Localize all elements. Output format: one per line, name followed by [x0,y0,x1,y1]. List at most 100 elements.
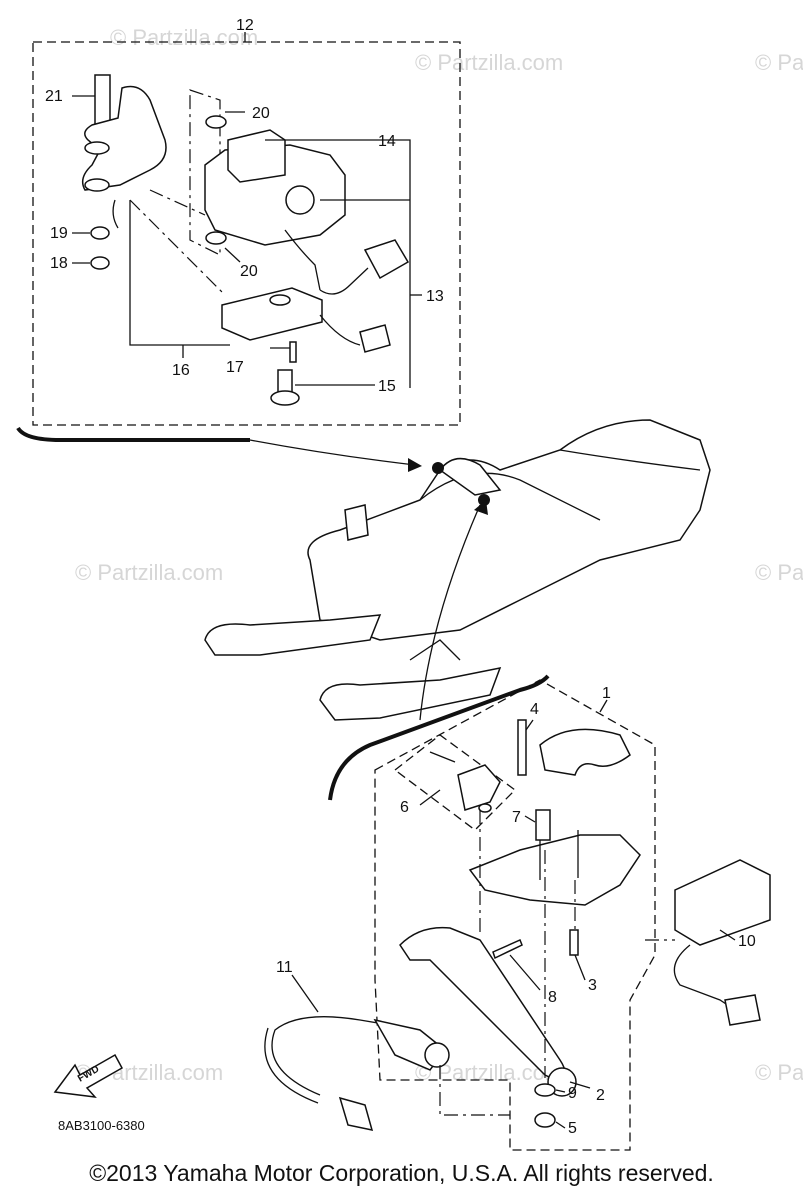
detail-box-top: 12 21 20 14 19 18 20 13 17 16 15 [32,17,461,426]
wire-harness [673,944,736,1011]
callout-15: 15 [378,378,396,395]
bolt-head-15 [270,390,300,406]
sub-assembly-outline [393,734,516,831]
callout-18: 18 [50,255,68,272]
washer-part-9 [534,1083,556,1097]
switch-part-10 [674,859,771,946]
grommet-part-20 [205,231,227,245]
connector-part [359,324,391,353]
callout-13: 13 [426,288,444,305]
callout-11: 11 [276,959,293,976]
callout-2: 2 [596,1087,605,1104]
bracket-hole [84,141,110,155]
callout-10: 10 [738,933,756,950]
callout-6: 6 [400,799,409,816]
leader-line [574,954,586,981]
leader-line [291,974,319,1013]
bolt-part-15 [277,369,293,393]
mirror-part [344,504,369,541]
ignition-unit-port [285,185,315,215]
grip-cover-part [539,728,631,776]
leader-line [569,1081,591,1089]
leader-line [509,954,541,991]
coil-terminal [269,294,291,306]
screw-part-17 [289,341,297,363]
detail-box-outline [32,41,461,426]
cable-part-11 [271,1016,421,1096]
callout-12: 12 [236,17,254,34]
snowmobile-illustration [204,419,711,721]
watermark: © Partzilla.com [755,560,803,585]
switch-part [457,764,501,811]
callout-3: 3 [588,977,597,994]
wire-harness [284,229,321,291]
screw-part-8 [492,938,523,960]
bolt-part-3 [569,929,579,956]
connector-part [724,994,761,1026]
housing-detail [539,830,579,880]
callout-8: 8 [548,989,557,1006]
reference-bar [328,674,550,801]
assembly-leader [265,139,411,388]
bracket-hole [84,178,110,192]
cable-part-11 [264,1027,319,1104]
assembly-leader [129,199,226,296]
brake-switch-knob [424,1042,450,1068]
bracket-part [81,85,167,191]
callout-19: 19 [50,225,68,242]
copyright-notice: ©2013 Yamaha Motor Corporation, U.S.A. A… [89,1160,714,1186]
callout-17: 17 [226,359,244,376]
connector-part [338,1096,374,1131]
snowmobile-seat-line [559,449,701,471]
callout-1: 1 [602,685,611,702]
callout-9: 9 [568,1085,577,1102]
diagram-code: 8AB3100-6380 [58,1118,145,1133]
callout-20: 20 [240,263,258,280]
reference-arrow [419,504,481,721]
washer-part-19 [90,226,110,240]
grommet-part-20 [205,115,227,129]
callout-4: 4 [530,701,539,718]
callout-16: 16 [172,362,190,379]
assembly-leader [189,89,221,256]
ignition-unit-top [227,129,286,183]
watermark: © Partzilla.com [755,50,803,75]
callout-21: 21 [45,88,63,105]
watermark: © Partzilla.com [110,25,258,50]
ski-front [204,614,382,656]
wire-harness [319,314,361,346]
screw-part [429,751,456,763]
callout-5: 5 [568,1120,577,1137]
connector-part [363,239,410,280]
leader-line [719,929,736,941]
leader-line [224,247,241,263]
nut-part-18 [90,256,110,270]
nut-part-5 [534,1112,556,1128]
detail-box-bottom: 1 4 6 7 10 3 8 11 2 9 5 [264,679,771,1151]
reference-arrow [249,439,416,466]
callout-20: 20 [252,105,270,122]
arrow-head [474,500,488,515]
mount-point-marker [478,494,490,506]
watermark: © Partzilla.com [755,1060,803,1085]
snowmobile-body [307,419,711,641]
fwd-arrow-icon [53,1053,124,1098]
arrow-head [408,458,422,472]
coil-part [221,287,323,341]
leader-line [555,1089,566,1093]
watermark: © Partzilla.com [75,560,223,585]
lever-housing-part [468,834,641,906]
pin-part-7 [535,809,551,841]
exploded-parts-diagram: © Partzilla.com © Partzilla.com © Partzi… [16,17,803,1151]
bolt-part-4 [517,719,527,776]
leader-line [599,699,608,713]
callout-7: 7 [512,809,521,826]
detail-box-outline [374,679,656,1151]
assembly-leader [149,189,206,216]
leader-line [419,789,441,806]
reference-bar [16,426,250,442]
callout-14: 14 [378,133,396,150]
snowmobile-windshield [438,457,502,496]
assembly-leader [129,200,230,346]
